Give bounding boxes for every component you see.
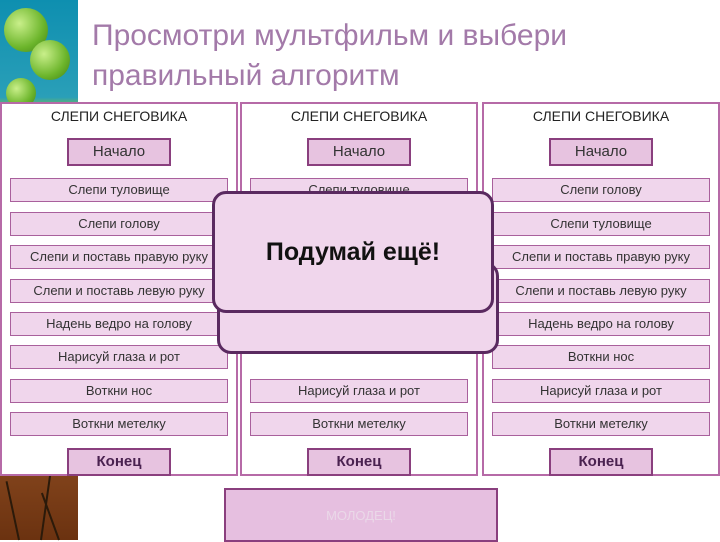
leaf-decoration [30, 40, 70, 80]
step-block: Нарисуй глаза и рот [10, 345, 228, 369]
start-block: Начало [67, 138, 171, 166]
algorithm-panel-3[interactable]: СЛЕПИ СНЕГОВИКА Начало Слепи голову Слеп… [482, 102, 720, 476]
grass-decoration [5, 481, 20, 541]
slide-title: Просмотри мультфильм и выбери правильный… [92, 16, 692, 96]
algorithm-panel-1[interactable]: СЛЕПИ СНЕГОВИКА Начало Слепи туловище Сл… [0, 102, 238, 476]
step-block: Слепи и поставь левую руку [492, 279, 710, 303]
step-block: Воткни нос [492, 345, 710, 369]
end-block: Конец [67, 448, 171, 476]
step-block: Надень ведро на голову [492, 312, 710, 336]
panel-header: СЛЕПИ СНЕГОВИКА [290, 108, 428, 124]
step-block: Нарисуй глаза и рот [492, 379, 710, 403]
title-line-1: Просмотри мультфильм и выбери [92, 19, 568, 52]
success-button[interactable]: МОЛОДЕЦ! [224, 488, 498, 542]
panel-header: СЛЕПИ СНЕГОВИКА [50, 108, 188, 124]
step-block: Слепи туловище [492, 212, 710, 236]
step-block: Воткни метелку [250, 412, 468, 436]
end-block: Конец [549, 448, 653, 476]
step-block: Слепи голову [10, 212, 228, 236]
step-block: Слепи и поставь левую руку [10, 279, 228, 303]
panel-header: СЛЕПИ СНЕГОВИКА [532, 108, 670, 124]
step-block: Нарисуй глаза и рот [250, 379, 468, 403]
start-block: Начало [307, 138, 411, 166]
step-block: Воткни нос [10, 379, 228, 403]
start-block: Начало [549, 138, 653, 166]
step-block: Надень ведро на голову [10, 312, 228, 336]
step-block: Воткни метелку [10, 412, 228, 436]
title-line-2: правильный алгоритм [92, 59, 400, 92]
step-block: Слепи голову [492, 178, 710, 202]
step-block: Слепи туловище [10, 178, 228, 202]
feedback-message: Подумай ещё! [265, 237, 441, 266]
end-block: Конец [307, 448, 411, 476]
step-block: Воткни метелку [492, 412, 710, 436]
step-block: Слепи и поставь правую руку [492, 245, 710, 269]
step-block: Слепи и поставь правую руку [10, 245, 228, 269]
feedback-popup[interactable]: Подумай ещё! [212, 191, 494, 313]
